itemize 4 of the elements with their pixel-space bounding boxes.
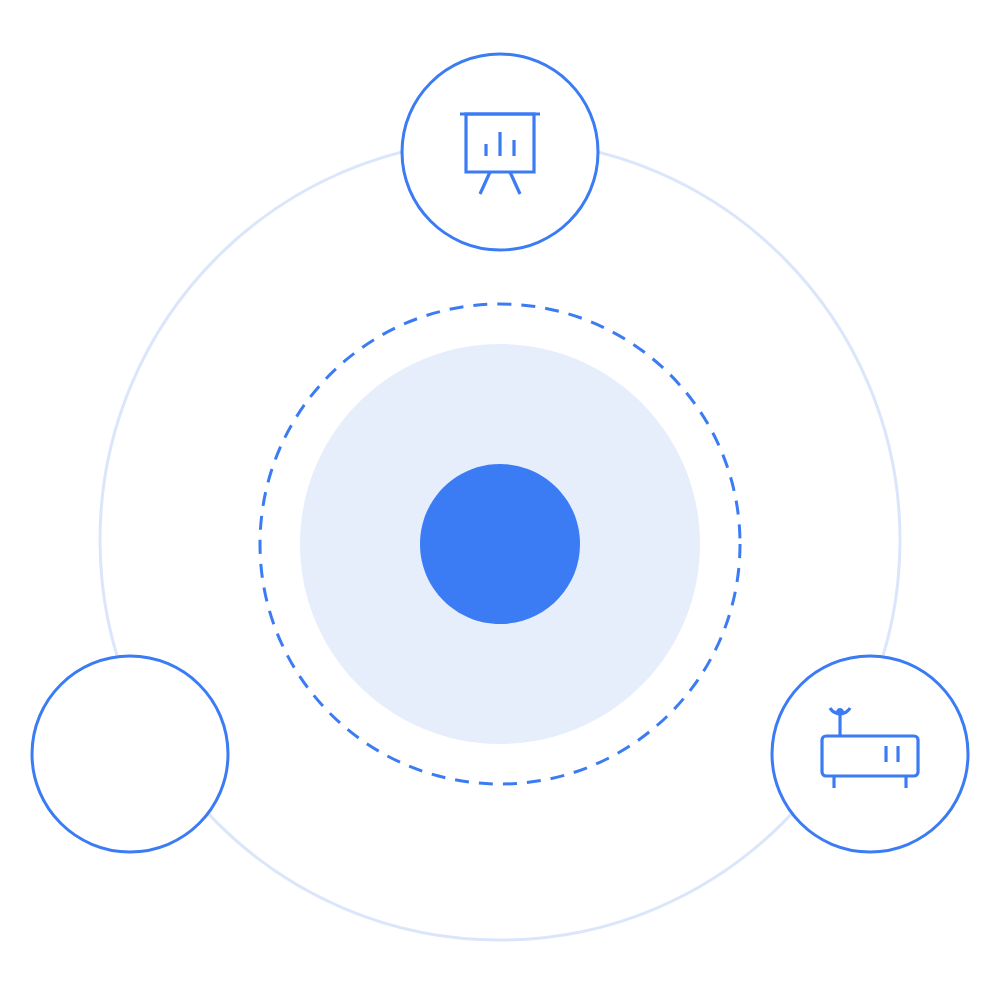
icon-circle — [400, 52, 600, 252]
icon-circle — [770, 654, 970, 854]
center-dot — [420, 464, 580, 624]
icon-circle — [30, 654, 230, 854]
